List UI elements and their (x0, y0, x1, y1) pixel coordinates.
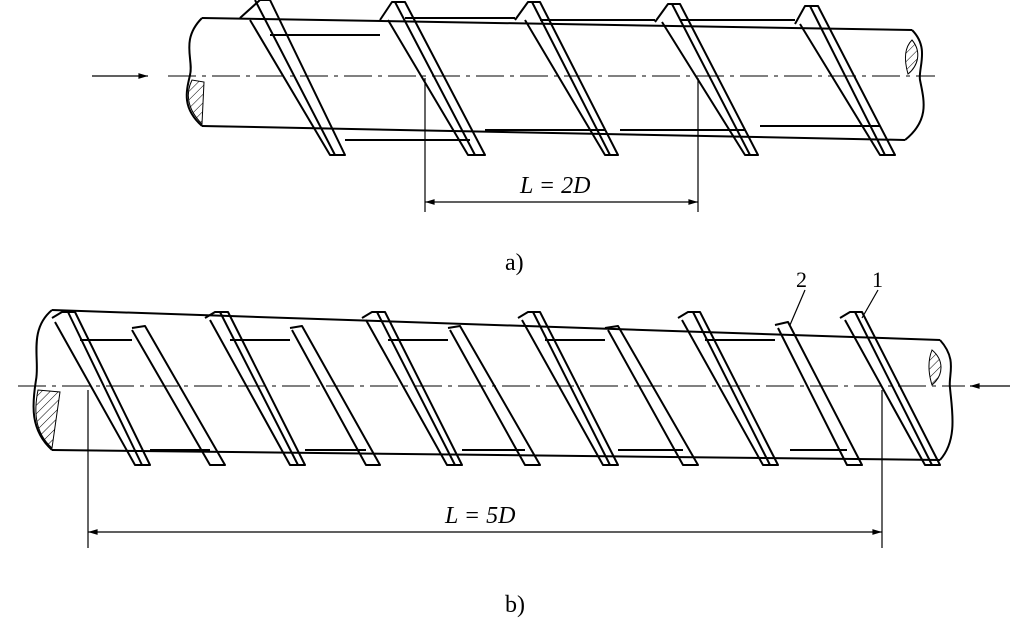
figure-a-flights (239, 0, 896, 156)
figure-a-shaft (185, 17, 925, 141)
figure-b-flights (51, 311, 941, 466)
figure-a-caption: a) (505, 250, 524, 276)
figure-b-callouts: 2 1 (789, 267, 883, 326)
figure-b-dimension: L = 5D (87, 390, 883, 548)
figure-b-dimension-label: L = 5D (444, 503, 515, 529)
figure-a-dimension-label: L = 2D (519, 173, 590, 199)
callout-1: 1 (872, 267, 883, 292)
figure-a-screw: L = 2D a) (92, 0, 935, 276)
figure-b-caption: b) (505, 592, 525, 618)
figure-a-dimension: L = 2D (424, 78, 699, 212)
figure-b-shaft (32, 309, 954, 461)
callout-2: 2 (796, 267, 807, 292)
figure-b-screw: 2 1 L = 5D b) (18, 267, 1010, 618)
